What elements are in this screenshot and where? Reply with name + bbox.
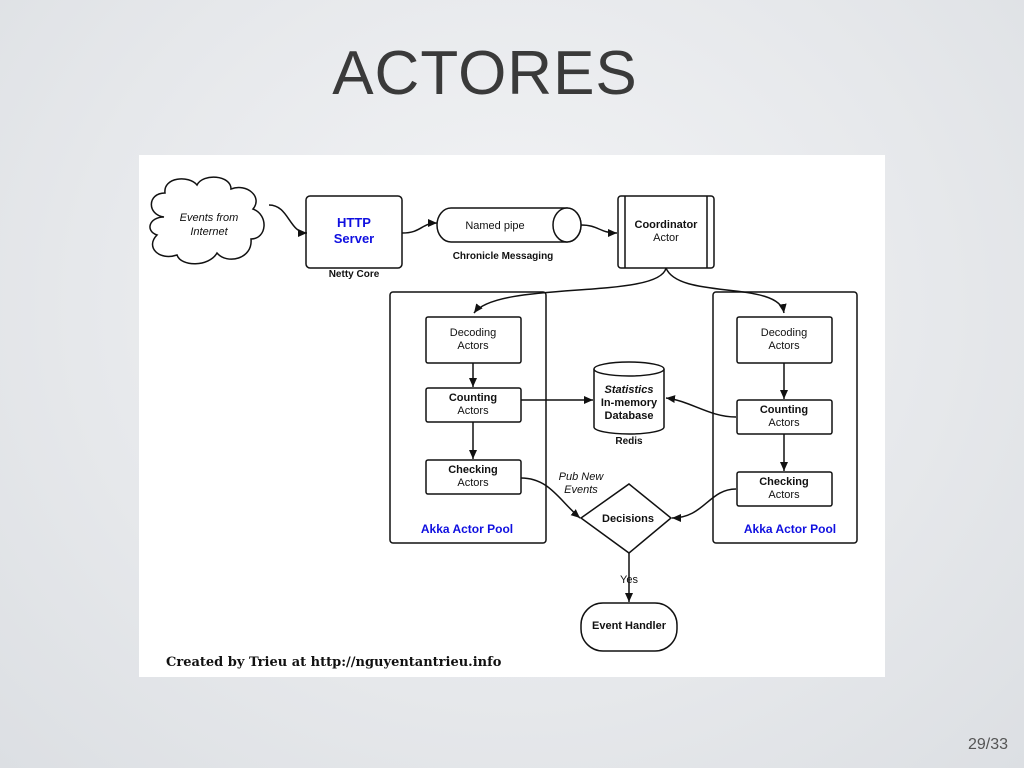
pub-new-events-line1: Pub New [559, 471, 605, 483]
pub-new-events-line2: Events [564, 484, 598, 496]
coordinator-line2: Actor [653, 232, 679, 244]
credit-text: Created by Trieu at http://nguyentantrie… [166, 655, 502, 670]
events-cloud: Events from Internet [149, 176, 265, 265]
server-to-pipe-arrow [401, 219, 438, 234]
chronicle-messaging-caption: Chronicle Messaging [453, 251, 554, 262]
statistics-database: Statistics In-memory Database Redis [593, 361, 665, 447]
right-decoding-line1: Decoding [761, 327, 807, 339]
right-checking-box [736, 471, 833, 507]
left-counting-line1: Counting [449, 392, 497, 404]
left-checking-line1: Checking [448, 464, 498, 476]
yes-label: Yes [620, 574, 638, 586]
left-akka-pool: Decoding Actors Counting Actors Checking… [389, 291, 547, 544]
diagram-svg: Events from Internet HTTP Server Netty C… [149, 176, 858, 652]
page-number: 29/33 [967, 736, 1008, 753]
netty-core-caption: Netty Core [329, 269, 380, 280]
left-checking-line2: Actors [457, 477, 489, 489]
architecture-diagram: Events from Internet HTTP Server Netty C… [139, 155, 885, 677]
named-pipe-node: Named pipe Chronicle Messaging [436, 207, 582, 262]
event-handler-label: Event Handler [592, 620, 667, 632]
events-cloud-line1: Events from [180, 212, 239, 224]
cloud-to-server-arrow [268, 204, 308, 237]
checking-to-decisions-arrow [520, 477, 581, 519]
right-counting-to-db-arrow [665, 395, 737, 418]
http-server-line2: Server [334, 231, 374, 246]
right-pool-label: Akka Actor Pool [744, 522, 836, 536]
database-line3: Database [605, 410, 654, 422]
right-akka-pool: Decoding Actors Counting Actors Checking… [712, 291, 858, 544]
pipe-to-coordinator-arrow [580, 224, 618, 237]
coordinator-node: Coordinator Actor [617, 195, 715, 269]
left-pool-label: Akka Actor Pool [421, 522, 513, 536]
right-counting-line2: Actors [768, 417, 800, 429]
coordinator-line1: Coordinator [635, 219, 699, 231]
right-checking-to-decisions-arrow [671, 488, 737, 522]
redis-caption: Redis [615, 436, 643, 447]
slide-title: ACTORES [332, 39, 638, 108]
event-handler-node: Event Handler [580, 602, 678, 652]
events-cloud-line2: Internet [190, 226, 228, 238]
named-pipe-label: Named pipe [465, 220, 524, 232]
http-server-line1: HTTP [337, 215, 371, 230]
coordinator-to-left-pool-arrow [473, 267, 667, 314]
left-decoding-line1: Decoding [450, 327, 496, 339]
right-counting-line1: Counting [760, 404, 808, 416]
decisions-label: Decisions [602, 513, 654, 525]
right-checking-line2: Actors [768, 489, 800, 501]
database-line2: In-memory [601, 397, 658, 409]
right-checking-line1: Checking [759, 476, 809, 488]
http-server-node: HTTP Server Netty Core [305, 195, 403, 280]
coordinator-to-right-pool-arrow [665, 267, 787, 314]
left-checking-box [425, 459, 522, 495]
left-counting-line2: Actors [457, 405, 489, 417]
right-decoding-line2: Actors [768, 340, 800, 352]
database-line1: Statistics [605, 384, 654, 396]
left-decoding-line2: Actors [457, 340, 489, 352]
